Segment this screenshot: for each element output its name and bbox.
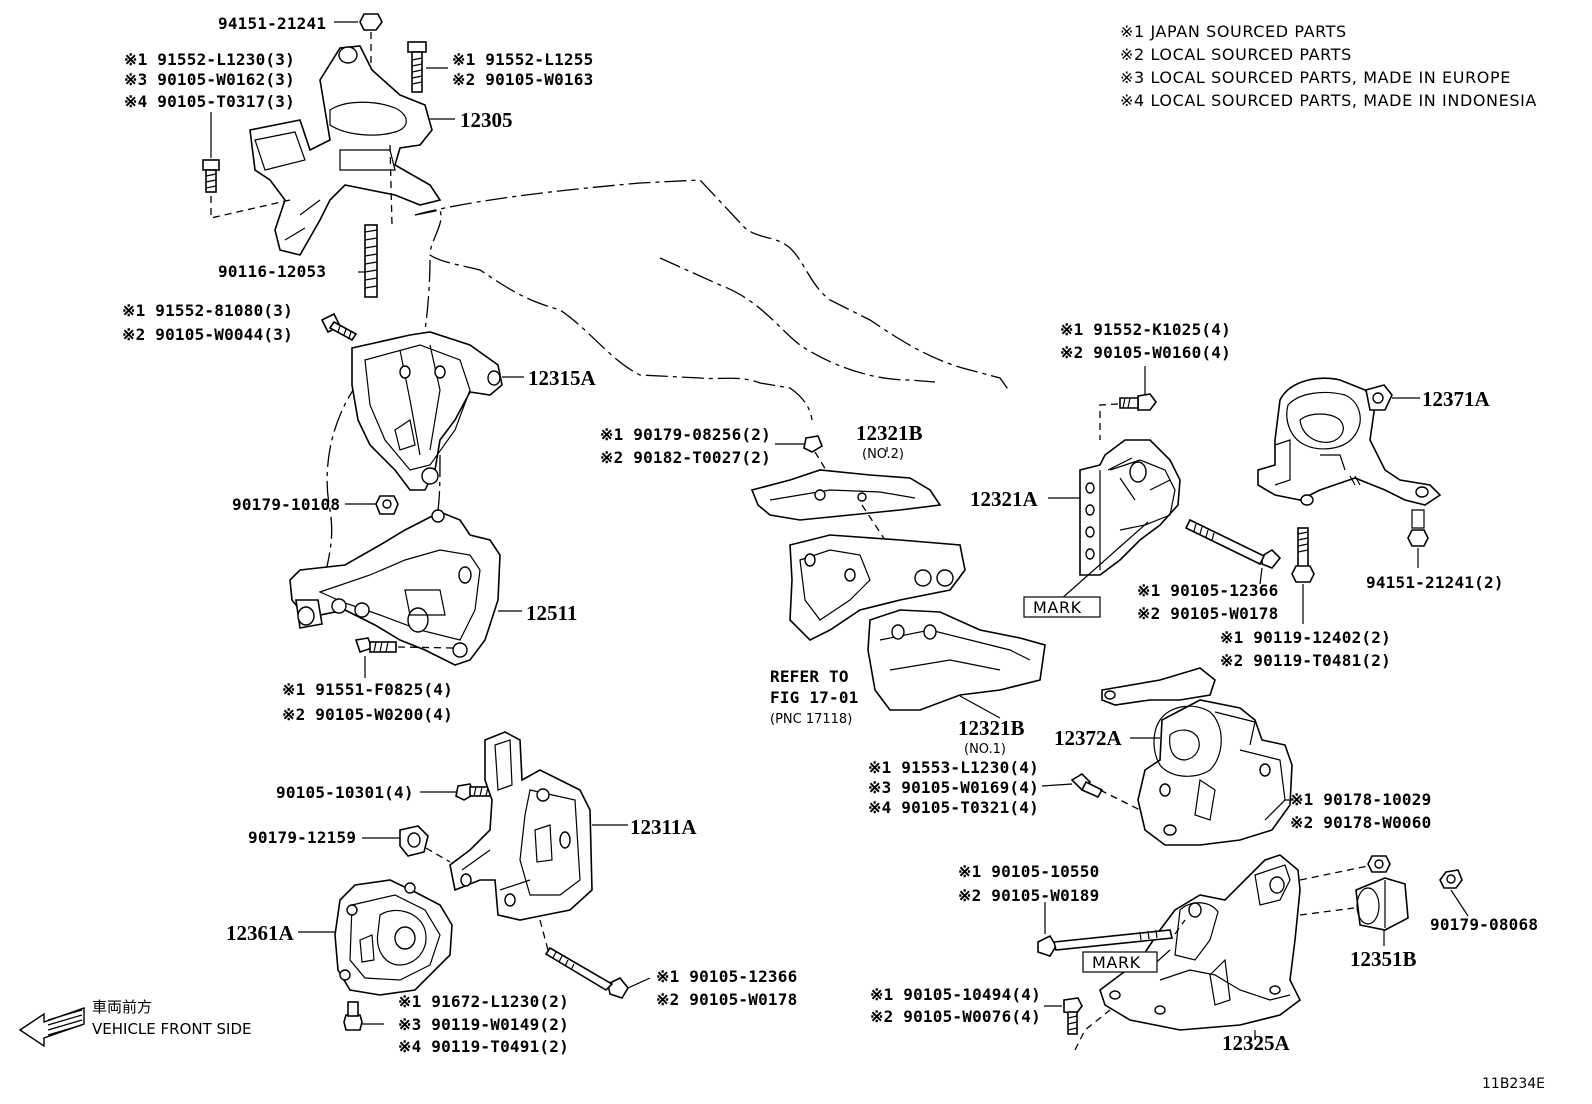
label-90178-10029: ※1 90178-10029 [1290, 790, 1431, 809]
label-91552-L1255: ※1 91552-L1255 [452, 50, 593, 69]
part-12372A-group [1099, 667, 1293, 846]
label-90182-T0027: ※2 90182-T0027(2) [600, 448, 771, 467]
label-91552-L1230: ※1 91552-L1230(3) [124, 50, 295, 69]
label-90105-W0178-b: ※2 90105-W0178 [656, 990, 797, 1009]
label-91552-81080: ※1 91552-81080(3) [122, 301, 293, 320]
label-90105-T0321: ※4 90105-T0321(4) [868, 798, 1039, 817]
part-number-12325A: 12325A [1222, 1031, 1291, 1055]
label-90179-08256: ※1 90179-08256(2) [600, 425, 771, 444]
label-90105-W0044: ※2 90105-W0044(3) [122, 325, 293, 344]
part-12321A-group [1048, 366, 1282, 601]
label-90105-W0162: ※3 90105-W0162(3) [124, 70, 295, 89]
part-number-12321B-no2: 12321B [856, 421, 923, 445]
label-90178-W0060: ※2 90178-W0060 [1290, 813, 1431, 832]
part-12311A-group [362, 731, 628, 951]
figure-code: 11B234E [1482, 1076, 1545, 1092]
label-90105-W0076: ※2 90105-W0076(4) [870, 1007, 1041, 1026]
front-label-jp: 車両前方 [92, 998, 152, 1016]
vehicle-front-indicator: 車両前方 VEHICLE FRONT SIDE [18, 998, 252, 1048]
part-number-12351B: 12351B [1350, 947, 1417, 971]
label-90119-T0491: ※4 90119-T0491(2) [398, 1037, 569, 1056]
label-90119-T0481: ※2 90119-T0481(2) [1220, 651, 1391, 670]
bolt-94151-21241 [359, 13, 383, 31]
label-90105-W0169: ※3 90105-W0169(4) [868, 778, 1039, 797]
label-94151-21241: 94151-21241 [218, 14, 326, 33]
mark-label-2: MARK [1092, 953, 1141, 972]
note-2: ※2 LOCAL SOURCED PARTS [1120, 45, 1352, 64]
mark-box-2 [1082, 951, 1158, 973]
label-no2: (NO.2) [862, 447, 904, 462]
label-refer-to: REFER TO [770, 667, 849, 686]
part-12305-group [202, 13, 455, 298]
label-90119-12402: ※1 90119-12402(2) [1220, 628, 1391, 647]
part-number-12311A: 12311A [630, 815, 697, 839]
label-90179-12159: 90179-12159 [248, 828, 356, 847]
part-12361A-group [298, 879, 651, 1031]
legend-notes: ※1 JAPAN SOURCED PARTS ※2 LOCAL SOURCED … [1120, 22, 1537, 110]
part-number-12511: 12511 [526, 601, 577, 625]
label-91553-L1230: ※1 91553-L1230(4) [868, 758, 1039, 777]
label-90179-08068: 90179-08068 [1430, 915, 1538, 934]
mark-box-1 [1023, 596, 1101, 618]
part-number-12371A: 12371A [1422, 387, 1491, 411]
part-12321B-group [750, 435, 1104, 799]
label-91552-K1025: ※1 91552-K1025(4) [1060, 320, 1231, 339]
front-arrow-icon [18, 1007, 85, 1048]
note-1: ※1 JAPAN SOURCED PARTS [1120, 22, 1347, 41]
label-90105-12366-b: ※1 90105-12366 [656, 967, 797, 986]
label-90105-W0189: ※2 90105-W0189 [958, 886, 1099, 905]
label-90105-W0163: ※2 90105-W0163 [452, 70, 593, 89]
label-91551-F0825: ※1 91551-F0825(4) [282, 680, 453, 699]
label-90105-12366-a: ※1 90105-12366 [1137, 581, 1278, 600]
label-91672-L1230: ※1 91672-L1230(2) [398, 992, 569, 1011]
part-12325A-group [1037, 854, 1469, 1051]
label-no1: (NO.1) [964, 742, 1006, 757]
label-90105-10301: 90105-10301(4) [276, 783, 414, 802]
label-90179-10108: 90179-10108 [232, 495, 340, 514]
part-number-12361A: 12361A [226, 921, 295, 945]
label-90105-W0178-a: ※2 90105-W0178 [1137, 604, 1278, 623]
label-pnc-17118: (PNC 17118) [770, 712, 852, 727]
note-3: ※3 LOCAL SOURCED PARTS, MADE IN EUROPE [1120, 68, 1511, 87]
front-label-en: VEHICLE FRONT SIDE [92, 1020, 252, 1038]
label-90116-12053: 90116-12053 [218, 262, 326, 281]
part-12511-group [289, 509, 522, 678]
label-90105-T0317: ※4 90105-T0317(3) [124, 92, 295, 111]
part-number-12305: 12305 [460, 108, 513, 132]
label-90119-W0149: ※3 90119-W0149(2) [398, 1015, 569, 1034]
part-number-12372A: 12372A [1054, 726, 1123, 750]
part-number-12321A: 12321A [970, 487, 1039, 511]
label-90105-W0160: ※2 90105-W0160(4) [1060, 343, 1231, 362]
part-12371A-group [1257, 377, 1442, 624]
mark-label-1: MARK [1033, 598, 1082, 617]
part-12315A-group [320, 312, 524, 515]
part-number-12321B-no1: 12321B [958, 716, 1025, 740]
label-90105-10550: ※1 90105-10550 [958, 862, 1099, 881]
label-94151-21241-2: 94151-21241(2) [1366, 573, 1504, 592]
note-4: ※4 LOCAL SOURCED PARTS, MADE IN INDONESI… [1120, 91, 1537, 110]
callout-labels: 94151-21241 ※1 91552-L1230(3) ※3 90105-W… [122, 14, 1538, 1056]
label-fig-17-01: FIG 17-01 [770, 688, 859, 707]
label-90105-10494: ※1 90105-10494(4) [870, 985, 1041, 1004]
part-number-12315A: 12315A [528, 366, 597, 390]
label-90105-W0200: ※2 90105-W0200(4) [282, 705, 453, 724]
